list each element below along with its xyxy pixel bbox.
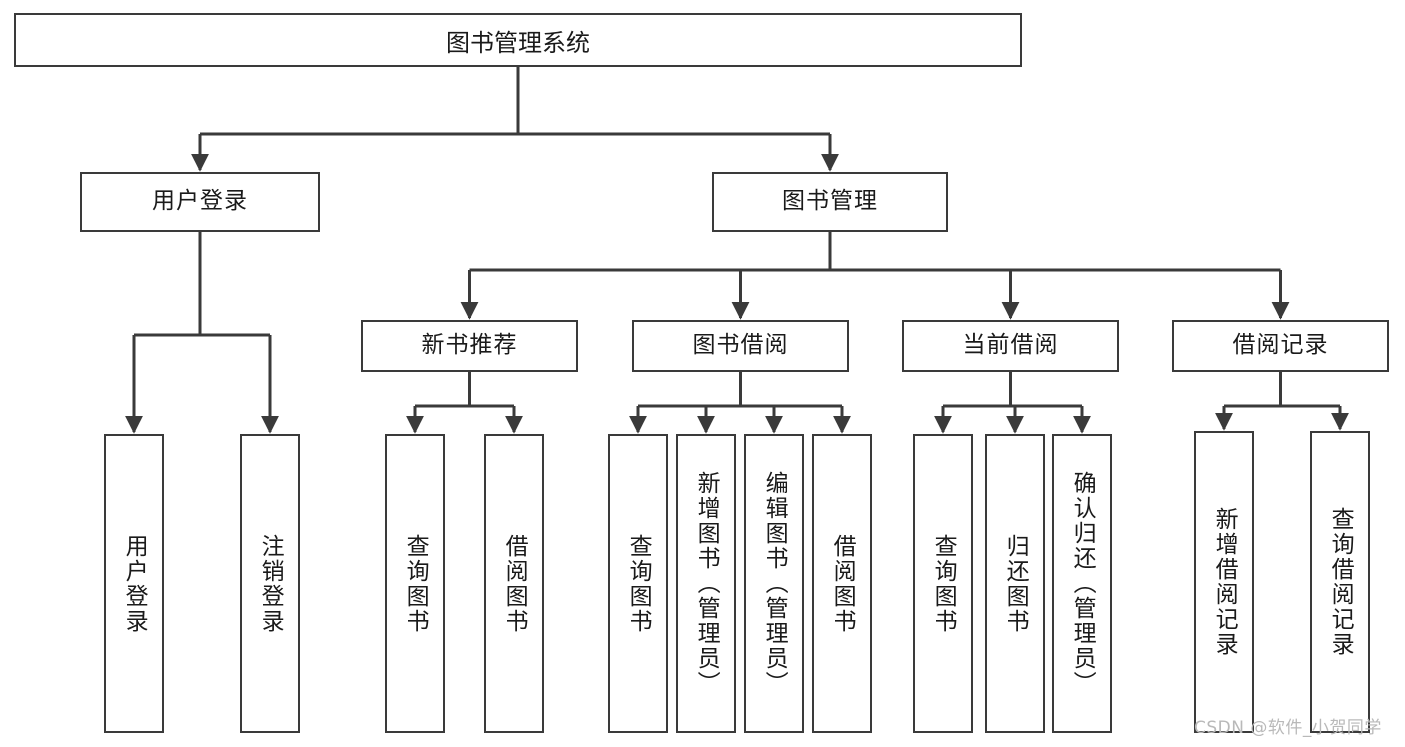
- node-borrow-book-2-label: 借阅图书: [829, 533, 856, 634]
- node-new-book-recommend[interactable]: 新书推荐: [361, 320, 578, 372]
- node-query-borrow-record-label: 查询借阅记录: [1327, 507, 1354, 657]
- node-query-book-1[interactable]: 查询图书: [385, 434, 445, 733]
- node-query-book-2[interactable]: 查询图书: [608, 434, 668, 733]
- node-query-book-3-label: 查询图书: [930, 533, 957, 634]
- node-book-borrow[interactable]: 图书借阅: [632, 320, 849, 372]
- node-book-manage[interactable]: 图书管理: [712, 172, 948, 232]
- node-user-login-do-label: 用户登录: [121, 533, 148, 634]
- node-book-manage-label: 图书管理: [782, 188, 878, 215]
- node-edit-book-admin-label: 编辑图书（管理员）: [761, 471, 788, 696]
- node-root[interactable]: 图书管理系统: [14, 13, 1022, 67]
- node-add-book-admin-label: 新增图书（管理员）: [693, 471, 720, 696]
- node-query-book-3[interactable]: 查询图书: [913, 434, 973, 733]
- node-borrow-book-1[interactable]: 借阅图书: [484, 434, 544, 733]
- node-return-book[interactable]: 归还图书: [985, 434, 1045, 733]
- node-query-book-1-label: 查询图书: [402, 533, 429, 634]
- node-book-borrow-label: 图书借阅: [692, 332, 789, 359]
- node-query-borrow-record[interactable]: 查询借阅记录: [1310, 431, 1370, 733]
- node-query-book-2-label: 查询图书: [625, 533, 652, 634]
- node-current-borrow[interactable]: 当前借阅: [902, 320, 1119, 372]
- node-confirm-return-admin-label: 确认归还（管理员）: [1069, 471, 1096, 696]
- node-confirm-return-admin[interactable]: 确认归还（管理员）: [1052, 434, 1112, 733]
- node-borrow-book-1-label: 借阅图书: [501, 533, 528, 634]
- node-new-book-recommend-label: 新书推荐: [421, 332, 518, 359]
- node-add-borrow-record[interactable]: 新增借阅记录: [1194, 431, 1254, 733]
- node-root-label: 图书管理系统: [446, 28, 590, 57]
- node-borrow-book-2[interactable]: 借阅图书: [812, 434, 872, 733]
- node-edit-book-admin[interactable]: 编辑图书（管理员）: [744, 434, 804, 733]
- node-user-login-do[interactable]: 用户登录: [104, 434, 164, 733]
- node-user-logout-label: 注销登录: [257, 533, 284, 634]
- node-add-borrow-record-label: 新增借阅记录: [1211, 507, 1238, 657]
- node-user-logout[interactable]: 注销登录: [240, 434, 300, 733]
- node-borrow-record-label: 借阅记录: [1232, 332, 1329, 359]
- node-current-borrow-label: 当前借阅: [962, 332, 1059, 359]
- node-borrow-record[interactable]: 借阅记录: [1172, 320, 1389, 372]
- node-user-login[interactable]: 用户登录: [80, 172, 320, 232]
- csdn-watermark: CSDN @软件_小贺同学: [1194, 718, 1382, 738]
- node-return-book-label: 归还图书: [1002, 533, 1029, 634]
- node-user-login-label: 用户登录: [152, 188, 248, 215]
- node-add-book-admin[interactable]: 新增图书（管理员）: [676, 434, 736, 733]
